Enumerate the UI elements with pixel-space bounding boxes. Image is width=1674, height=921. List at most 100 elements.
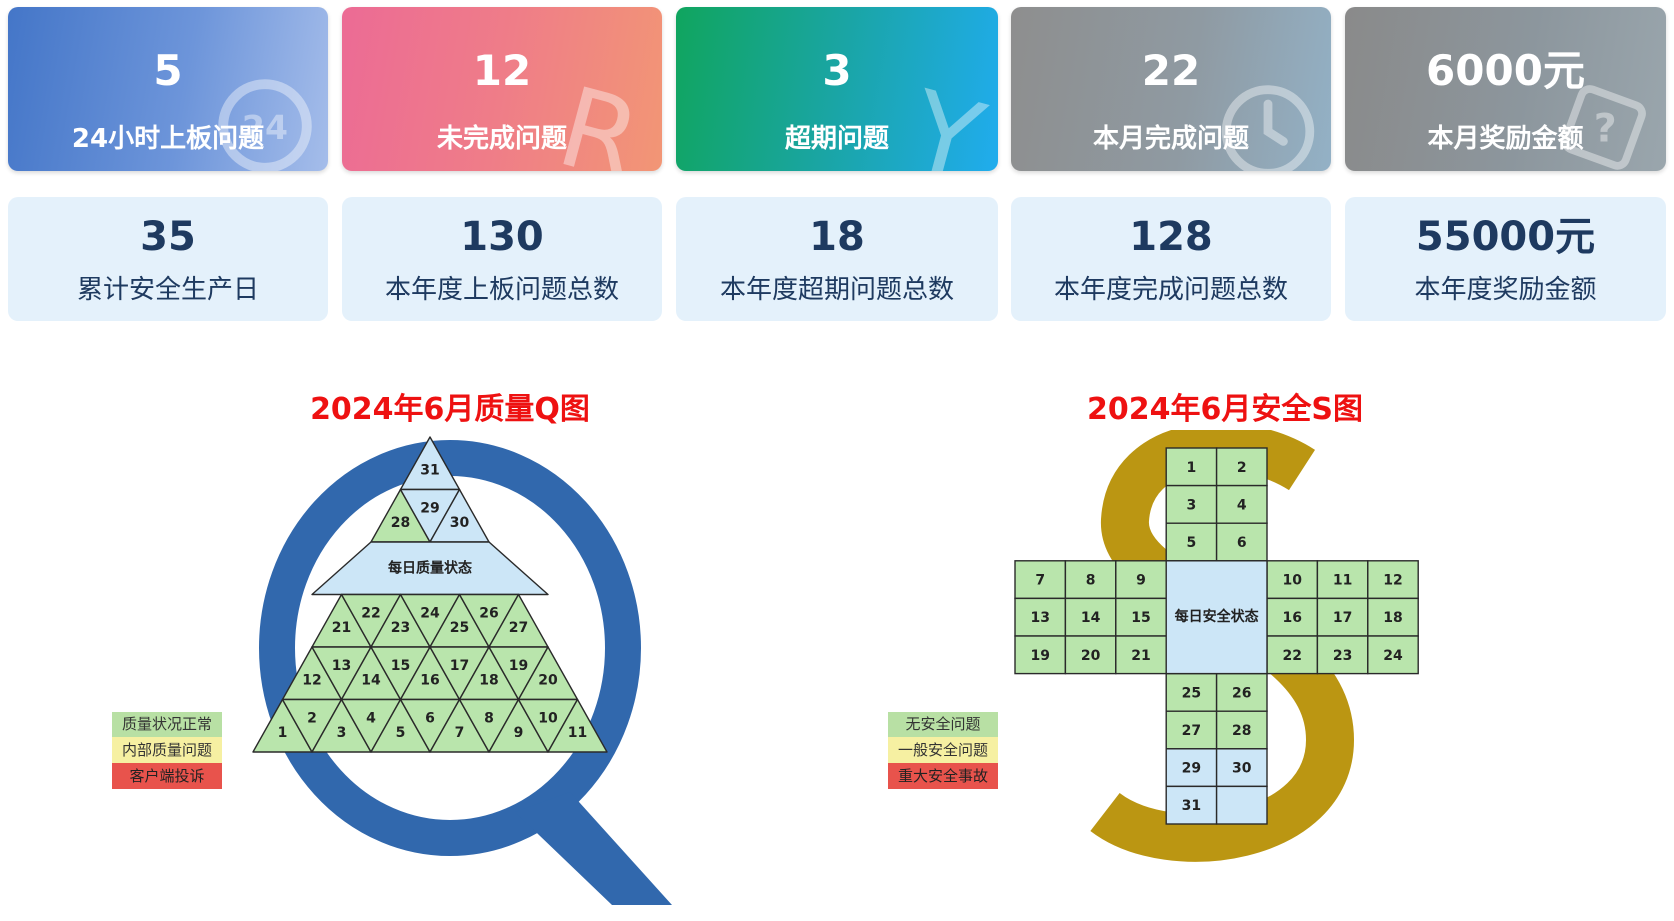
s-day-cell[interactable] <box>1165 522 1218 562</box>
s-day-cell[interactable] <box>1316 597 1369 637</box>
s-day-label: 5 <box>1187 535 1197 551</box>
kpi-card-monthly-reward[interactable]: ? 6000元 本月奖励金额 <box>1345 7 1666 171</box>
kpi-card-yearly-overdue[interactable]: 18 本年度超期问题总数 <box>676 197 998 321</box>
kpi-value: 6000元 <box>1426 46 1585 95</box>
s-day-label: 19 <box>1030 648 1049 664</box>
q-day-label: 8 <box>484 710 494 726</box>
s-day-label: 27 <box>1182 723 1201 739</box>
s-day-label: 4 <box>1237 497 1247 513</box>
q-day-label: 28 <box>391 515 410 531</box>
s-day-cell[interactable] <box>1266 560 1319 600</box>
kpi-card-safe-days[interactable]: 35 累计安全生产日 <box>8 197 328 321</box>
q-day-label: 22 <box>361 605 380 621</box>
q-day-label: 14 <box>361 673 381 689</box>
kpi-value: 5 <box>153 46 183 95</box>
s-day-cell[interactable] <box>1165 748 1218 788</box>
s-center-block <box>1165 560 1268 675</box>
q-day-label: 9 <box>514 725 524 741</box>
legend-item-no-issue: 无安全问题 <box>888 712 998 737</box>
s-day-label: 10 <box>1282 573 1302 589</box>
safety-legend: 无安全问题 一般安全问题 重大安全事故 <box>888 712 998 789</box>
s-day-label: 3 <box>1187 497 1197 513</box>
kpi-label: 未完成问题 <box>436 124 567 154</box>
s-day-label: 12 <box>1383 573 1402 589</box>
kpi-card-overdue-issues[interactable]: Y 3 超期问题 <box>676 7 998 171</box>
kpi-card-monthly-completed[interactable]: 22 本月完成问题 <box>1011 7 1331 171</box>
s-day-label: 28 <box>1232 723 1251 739</box>
q-day-label: 10 <box>538 710 558 726</box>
kpi-value: 128 <box>1129 214 1213 260</box>
kpi-value: 12 <box>472 46 532 95</box>
q-day-label: 15 <box>391 658 410 674</box>
q-day-label: 6 <box>425 710 435 726</box>
kpi-value: 22 <box>1141 46 1201 95</box>
kpi-card-yearly-completed[interactable]: 128 本年度完成问题总数 <box>1011 197 1331 321</box>
kpi-label: 本月奖励金额 <box>1427 124 1584 154</box>
q-day-label: 2 <box>307 710 317 726</box>
kpi-label: 本年度超期问题总数 <box>719 275 954 305</box>
s-day-cell[interactable] <box>1316 560 1369 600</box>
s-center-label: 每日安全状态 <box>1175 608 1259 625</box>
s-day-label: 8 <box>1086 573 1096 589</box>
q-day-label: 13 <box>332 658 351 674</box>
s-day-cell[interactable] <box>1367 560 1419 600</box>
s-day-label: 1 <box>1187 460 1197 476</box>
s-day-cell[interactable] <box>1115 560 1167 600</box>
s-day-label: 31 <box>1182 798 1201 814</box>
q-day-label: 21 <box>332 620 351 636</box>
q-day-label: 12 <box>302 673 321 689</box>
kpi-label: 超期问题 <box>784 124 889 154</box>
s-day-label: 24 <box>1383 648 1403 664</box>
clock-icon <box>1221 85 1315 171</box>
q-center-label: 每日质量状态 <box>388 559 472 576</box>
s-day-cell[interactable] <box>1014 560 1067 600</box>
legend-item-normal: 质量状况正常 <box>112 712 222 737</box>
q-day-label: 24 <box>420 605 440 621</box>
s-day-label: 22 <box>1282 648 1301 664</box>
clock-24-icon: 24 <box>218 79 312 171</box>
s-day-label: 9 <box>1136 573 1146 589</box>
q-day-label: 17 <box>450 658 469 674</box>
kpi-label: 累计安全生产日 <box>76 275 259 305</box>
question-card-icon: ? <box>1561 85 1646 170</box>
kpi-card-24h-issues[interactable]: 24 5 24小时上板问题 <box>8 7 328 171</box>
quality-legend: 质量状况正常 内部质量问题 客户端投诉 <box>112 712 222 789</box>
s-day-label: 20 <box>1081 648 1101 664</box>
s-day-cell[interactable] <box>1215 522 1268 562</box>
q-day-label: 4 <box>366 710 376 726</box>
s-day-cell[interactable] <box>1367 597 1419 637</box>
kpi-value: 18 <box>809 214 865 260</box>
q-day-label: 27 <box>509 620 528 636</box>
q-day-label: 18 <box>479 673 498 689</box>
q-day-label: 23 <box>391 620 410 636</box>
s-day-cell[interactable] <box>1115 635 1167 675</box>
s-day-label: 23 <box>1333 648 1352 664</box>
kpi-card-yearly-issues[interactable]: 130 本年度上板问题总数 <box>342 197 662 321</box>
quality-q-chart: 31282930每日质量状态21222324252627121314151617… <box>252 436 672 905</box>
q-day-label: 20 <box>538 673 558 689</box>
q-day-label: 1 <box>278 725 288 741</box>
s-day-cell[interactable] <box>1014 597 1067 637</box>
q-day-label: 31 <box>420 463 439 479</box>
s-day-label: 2 <box>1237 460 1247 476</box>
s-day-label: 11 <box>1333 573 1352 589</box>
kpi-card-open-issues[interactable]: R 12 未完成问题 <box>342 7 662 171</box>
s-day-cell[interactable] <box>1064 560 1117 600</box>
s-day-label: 14 <box>1081 610 1101 626</box>
q-day-cell[interactable] <box>547 698 608 753</box>
s-day-cell[interactable] <box>1115 597 1167 637</box>
s-day-label: 25 <box>1182 685 1201 701</box>
s-day-cell[interactable] <box>1014 635 1067 675</box>
s-day-cell[interactable] <box>1367 635 1419 675</box>
svg-text:?: ? <box>1594 105 1617 151</box>
q-center-band <box>311 541 549 596</box>
letter-q-shape <box>259 440 672 905</box>
s-day-label: 21 <box>1131 648 1150 664</box>
s-day-label: 13 <box>1030 610 1049 626</box>
legend-item-general-issue: 一般安全问题 <box>888 737 998 763</box>
letter-y-watermark-icon: Y <box>896 71 990 171</box>
kpi-card-yearly-reward[interactable]: 55000元 本年度奖励金额 <box>1345 197 1666 321</box>
kpi-value: 130 <box>460 214 544 260</box>
s-day-cell[interactable] <box>1215 785 1268 825</box>
